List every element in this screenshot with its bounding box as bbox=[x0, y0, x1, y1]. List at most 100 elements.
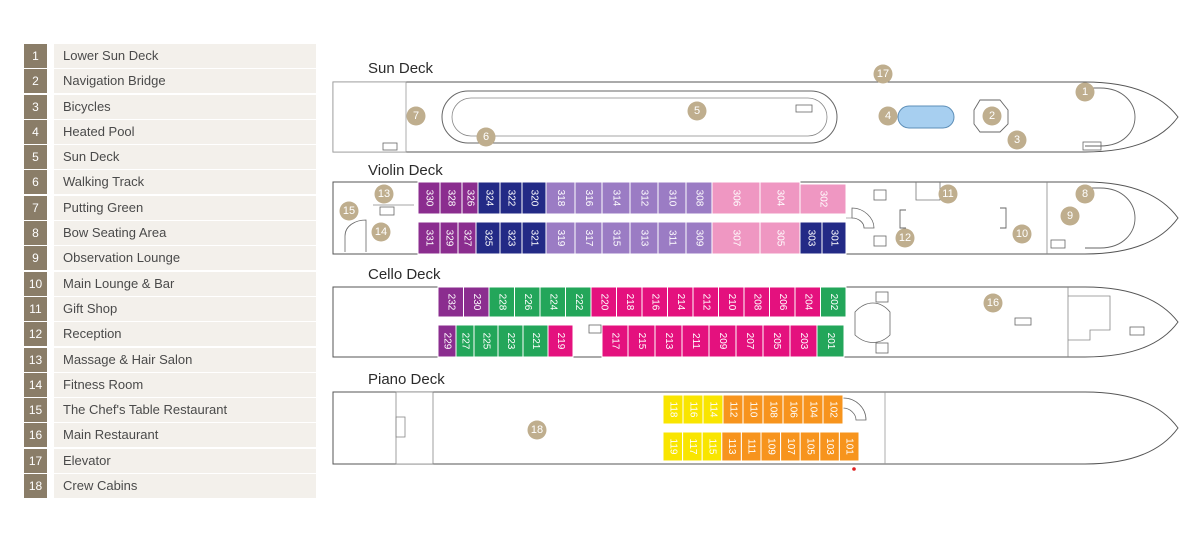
badge-circle bbox=[374, 184, 394, 204]
cabin-114[interactable]: 114 bbox=[702, 394, 724, 425]
cabin-210[interactable]: 210 bbox=[718, 286, 745, 318]
cabin-329[interactable]: 329 bbox=[439, 221, 459, 255]
cabin-number: 302 bbox=[818, 191, 829, 208]
cabin-105[interactable]: 105 bbox=[799, 431, 821, 462]
cabin-205[interactable]: 205 bbox=[762, 324, 791, 358]
cabin-301[interactable]: 301 bbox=[821, 221, 847, 255]
cabin-307[interactable]: 307 bbox=[711, 221, 761, 255]
cabin-117[interactable]: 117 bbox=[682, 431, 703, 462]
cabin-number: 104 bbox=[808, 401, 819, 418]
cabin-101[interactable]: 101 bbox=[838, 431, 860, 462]
cabin-318[interactable]: 318 bbox=[545, 181, 576, 215]
cabin-110[interactable]: 110 bbox=[742, 394, 764, 425]
cabin-322[interactable]: 322 bbox=[499, 181, 523, 215]
legend-label: Heated Pool bbox=[54, 119, 316, 144]
cabin-313[interactable]: 313 bbox=[629, 221, 659, 255]
cabin-220[interactable]: 220 bbox=[590, 286, 617, 318]
cabin-330[interactable]: 330 bbox=[417, 181, 441, 215]
cabin-206[interactable]: 206 bbox=[769, 286, 796, 318]
cabin-319[interactable]: 319 bbox=[545, 221, 576, 255]
cabin-211[interactable]: 211 bbox=[681, 324, 710, 358]
cabin-306[interactable]: 306 bbox=[711, 181, 761, 215]
cabin-320[interactable]: 320 bbox=[521, 181, 547, 215]
cabin-228[interactable]: 228 bbox=[488, 286, 515, 318]
cabin-317[interactable]: 317 bbox=[574, 221, 603, 255]
cabin-310[interactable]: 310 bbox=[657, 181, 687, 215]
cabin-107[interactable]: 107 bbox=[780, 431, 801, 462]
cabin-number: 329 bbox=[444, 230, 455, 247]
cabin-227[interactable]: 227 bbox=[455, 324, 475, 358]
cabin-216[interactable]: 216 bbox=[641, 286, 668, 318]
badge-circle bbox=[982, 106, 1002, 126]
cabin-116[interactable]: 116 bbox=[682, 394, 704, 425]
cabin-118[interactable]: 118 bbox=[662, 394, 684, 425]
galley-partition bbox=[1068, 295, 1111, 341]
cabin-204[interactable]: 204 bbox=[794, 286, 821, 318]
cabin-316[interactable]: 316 bbox=[574, 181, 603, 215]
cabin-113[interactable]: 113 bbox=[721, 431, 742, 462]
cabin-215[interactable]: 215 bbox=[627, 324, 656, 358]
cabin-314[interactable]: 314 bbox=[601, 181, 631, 215]
cabin-331[interactable]: 331 bbox=[417, 221, 441, 255]
cabin-number: 205 bbox=[771, 333, 782, 350]
cabin-225[interactable]: 225 bbox=[473, 324, 499, 358]
cabin-119[interactable]: 119 bbox=[662, 431, 684, 462]
cabin-217[interactable]: 217 bbox=[601, 324, 629, 358]
cabin-number: 316 bbox=[583, 190, 594, 207]
cabin-229[interactable]: 229 bbox=[437, 324, 457, 358]
cabin-218[interactable]: 218 bbox=[616, 286, 643, 318]
badge-number: 6 bbox=[483, 131, 489, 143]
cabin-219[interactable]: 219 bbox=[547, 324, 574, 358]
cabin-202[interactable]: 202 bbox=[820, 286, 847, 318]
cabin-109[interactable]: 109 bbox=[760, 431, 782, 462]
cabin-102[interactable]: 102 bbox=[822, 394, 844, 425]
cabin-324[interactable]: 324 bbox=[477, 181, 501, 215]
cabin-103[interactable]: 103 bbox=[819, 431, 840, 462]
cabin-212[interactable]: 212 bbox=[692, 286, 719, 318]
cabin-108[interactable]: 108 bbox=[762, 394, 784, 425]
cabin-325[interactable]: 325 bbox=[475, 221, 501, 255]
cabin-111[interactable]: 111 bbox=[740, 431, 762, 462]
cabin-321[interactable]: 321 bbox=[521, 221, 547, 255]
cabin-number: 330 bbox=[424, 190, 435, 207]
cabin-222[interactable]: 222 bbox=[565, 286, 592, 318]
cabin-201[interactable]: 201 bbox=[816, 324, 845, 358]
stairs-icon bbox=[588, 324, 602, 334]
cabin-232[interactable]: 232 bbox=[437, 286, 464, 318]
cabin-328[interactable]: 328 bbox=[439, 181, 463, 215]
cabin-302[interactable]: 302 bbox=[799, 183, 847, 215]
cabin-308[interactable]: 308 bbox=[685, 181, 713, 215]
cabin-226[interactable]: 226 bbox=[514, 286, 541, 318]
cabin-311[interactable]: 311 bbox=[657, 221, 687, 255]
cabin-305[interactable]: 305 bbox=[759, 221, 801, 255]
cabin-224[interactable]: 224 bbox=[539, 286, 566, 318]
cabin-213[interactable]: 213 bbox=[654, 324, 683, 358]
cabin-209[interactable]: 209 bbox=[708, 324, 737, 358]
cabin-number: 228 bbox=[496, 294, 507, 311]
cabin-323[interactable]: 323 bbox=[499, 221, 523, 255]
cabin-221[interactable]: 221 bbox=[522, 324, 549, 358]
cabin-104[interactable]: 104 bbox=[802, 394, 824, 425]
cabin-number: 307 bbox=[731, 230, 742, 247]
cabin-112[interactable]: 112 bbox=[722, 394, 744, 425]
cabin-203[interactable]: 203 bbox=[789, 324, 818, 358]
cabin-106[interactable]: 106 bbox=[782, 394, 804, 425]
cabin-304[interactable]: 304 bbox=[759, 181, 801, 215]
cabin-315[interactable]: 315 bbox=[601, 221, 631, 255]
cabin-208[interactable]: 208 bbox=[743, 286, 770, 318]
cabin-214[interactable]: 214 bbox=[667, 286, 694, 318]
cabin-326[interactable]: 326 bbox=[461, 181, 479, 215]
cabin-207[interactable]: 207 bbox=[735, 324, 764, 358]
cabin-230[interactable]: 230 bbox=[463, 286, 490, 318]
cabin-309[interactable]: 309 bbox=[685, 221, 713, 255]
cabin-block bbox=[762, 324, 791, 358]
cabin-327[interactable]: 327 bbox=[457, 221, 477, 255]
cabin-303[interactable]: 303 bbox=[799, 221, 823, 255]
cabin-number: 315 bbox=[611, 230, 622, 247]
badge-number: 9 bbox=[1067, 210, 1073, 222]
cabin-223[interactable]: 223 bbox=[497, 324, 524, 358]
cabin-312[interactable]: 312 bbox=[629, 181, 659, 215]
cabin-115[interactable]: 115 bbox=[701, 431, 723, 462]
